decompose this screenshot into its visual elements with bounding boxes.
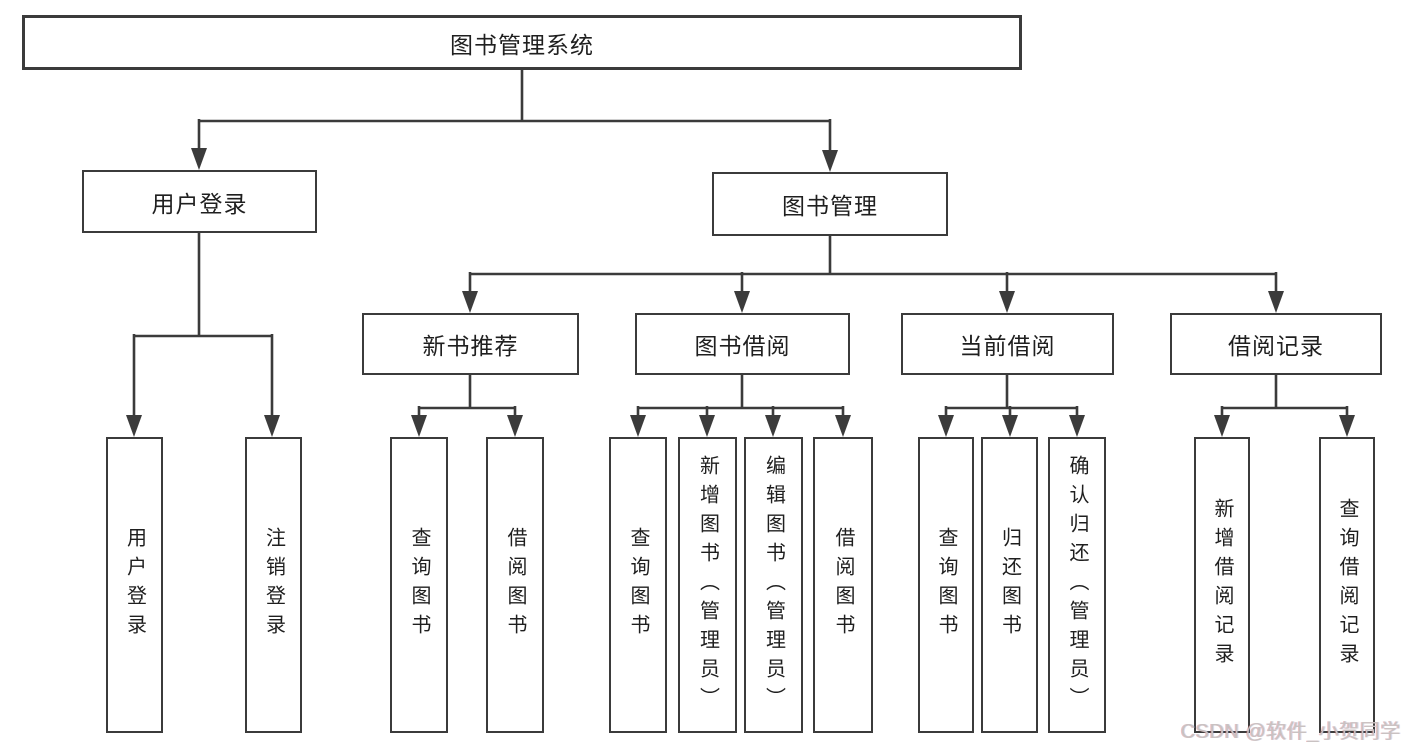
node-book-borrow: 图书借阅 — [635, 313, 850, 375]
node-root-label: 图书管理系统 — [450, 31, 594, 58]
edge-book-management-children — [468, 236, 1278, 293]
leaf-records-add-record: 新增借阅记录 — [1194, 437, 1250, 733]
leaf-recommend-query-books-label: 查询图书 — [408, 527, 430, 643]
leaf-logout-label: 注销登录 — [262, 527, 285, 643]
leaf-borrow-edit-books-admin: 编辑图书（管理员） — [744, 437, 803, 733]
leaf-current-confirm-return-admin-label: 确认归还（管理员） — [1066, 454, 1088, 716]
arrowheads — [126, 148, 1355, 437]
node-book-borrow-label: 图书借阅 — [694, 333, 791, 359]
node-current-borrow: 当前借阅 — [901, 313, 1114, 375]
leaf-borrow-borrow-books-label: 借阅图书 — [832, 527, 854, 643]
leaf-current-confirm-return-admin: 确认归还（管理员） — [1048, 437, 1106, 733]
leaf-borrow-query-books: 查询图书 — [609, 437, 667, 733]
leaf-borrow-edit-books-admin-label: 编辑图书（管理员） — [762, 454, 785, 716]
node-new-book-recommend-label: 新书推荐 — [422, 333, 519, 359]
node-current-borrow-label: 当前借阅 — [959, 333, 1056, 359]
leaf-records-query-record: 查询借阅记录 — [1319, 437, 1375, 733]
node-new-book-recommend: 新书推荐 — [362, 313, 579, 375]
edge-new-book-recommend-children — [417, 375, 517, 417]
edge-root-to-level2 — [197, 70, 832, 152]
node-book-management: 图书管理 — [712, 172, 948, 236]
node-borrow-records: 借阅记录 — [1170, 313, 1382, 375]
leaf-borrow-add-books-admin: 新增图书（管理员） — [678, 437, 737, 733]
node-user-login-label: 用户登录 — [151, 190, 248, 217]
leaf-recommend-borrow-books: 借阅图书 — [486, 437, 544, 733]
edge-borrow-records-children — [1220, 375, 1349, 417]
leaf-recommend-borrow-books-label: 借阅图书 — [504, 527, 526, 643]
leaf-records-add-record-label: 新增借阅记录 — [1211, 498, 1233, 672]
leaf-records-query-record-label: 查询借阅记录 — [1336, 498, 1358, 672]
leaf-borrow-add-books-admin-label: 新增图书（管理员） — [696, 454, 719, 716]
edge-current-borrow-children — [944, 375, 1079, 417]
leaf-user-login: 用户登录 — [106, 437, 163, 733]
node-borrow-records-label: 借阅记录 — [1228, 333, 1324, 359]
leaf-current-query-books-label: 查询图书 — [935, 527, 957, 643]
leaf-current-return-books-label: 归还图书 — [998, 527, 1021, 643]
leaf-borrow-borrow-books: 借阅图书 — [813, 437, 873, 733]
leaf-user-login-label: 用户登录 — [123, 527, 146, 643]
edge-book-borrow-children — [636, 375, 845, 417]
leaf-recommend-query-books: 查询图书 — [390, 437, 448, 733]
leaf-logout: 注销登录 — [245, 437, 302, 733]
csdn-watermark: CSDN @软件_小贺同学 — [1180, 721, 1401, 743]
leaf-borrow-query-books-label: 查询图书 — [627, 527, 649, 643]
edge-user-login-children — [132, 233, 274, 417]
leaf-current-return-books: 归还图书 — [981, 437, 1038, 733]
node-book-management-label: 图书管理 — [782, 193, 878, 219]
leaf-current-query-books: 查询图书 — [918, 437, 974, 733]
node-user-login: 用户登录 — [82, 170, 317, 233]
node-root: 图书管理系统 — [22, 15, 1022, 70]
